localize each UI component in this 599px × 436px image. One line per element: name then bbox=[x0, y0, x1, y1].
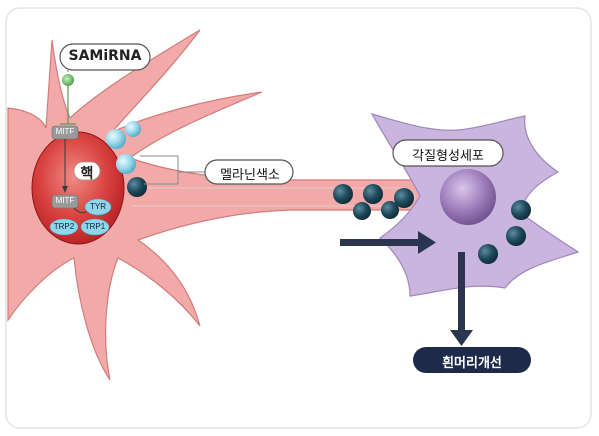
keratinocyte-melanosomes bbox=[478, 200, 531, 264]
melanosome bbox=[511, 200, 531, 220]
keratinocyte-label-badge bbox=[392, 139, 504, 167]
melanosome bbox=[127, 177, 147, 197]
melanosome bbox=[381, 201, 399, 219]
result-badge bbox=[413, 347, 531, 373]
mitf-top-label: MITF bbox=[55, 127, 75, 136]
nucleus-label: 핵 bbox=[80, 166, 94, 182]
melanosome bbox=[106, 129, 126, 149]
melanosome-label-badge bbox=[204, 159, 294, 185]
result-arrow bbox=[450, 252, 473, 346]
early-melanosomes bbox=[106, 121, 147, 197]
samirna-label: SAMiRNA bbox=[68, 48, 142, 64]
melanosome bbox=[394, 188, 414, 208]
keratinocyte-nucleus bbox=[440, 169, 496, 225]
dendrite-melanosomes bbox=[333, 184, 414, 220]
keratinocyte-label: 각질형성세포 bbox=[412, 149, 484, 164]
melanosome bbox=[125, 121, 141, 137]
samirna-badge bbox=[59, 43, 151, 71]
trp1-label: TRP1 bbox=[84, 222, 106, 231]
mitf-nucleus-label: MITF bbox=[55, 196, 75, 205]
samirna-particle bbox=[62, 74, 74, 86]
nucleus-label-badge bbox=[73, 161, 101, 181]
trp1-badge bbox=[80, 218, 110, 236]
melanosome-callout-bracket bbox=[140, 155, 179, 185]
transfer-arrow bbox=[340, 231, 436, 254]
mitf-nucleus-badge bbox=[51, 194, 79, 209]
trp2-label: TRP2 bbox=[53, 222, 75, 231]
melanosome bbox=[506, 226, 526, 246]
melanosome bbox=[333, 184, 353, 204]
frame-border bbox=[5, 7, 592, 429]
melanosome-label: 멜라닌색소 bbox=[220, 168, 280, 183]
melanosome bbox=[116, 154, 136, 174]
trp2-badge bbox=[49, 218, 79, 236]
mitf-arrowhead bbox=[62, 186, 68, 193]
tyr-badge bbox=[84, 198, 112, 216]
melanosome bbox=[353, 202, 371, 220]
result-label: 흰머리개선 bbox=[442, 356, 502, 371]
melanosome bbox=[363, 184, 383, 204]
melanosome bbox=[478, 244, 498, 264]
tyr-label: TYR bbox=[90, 202, 106, 211]
